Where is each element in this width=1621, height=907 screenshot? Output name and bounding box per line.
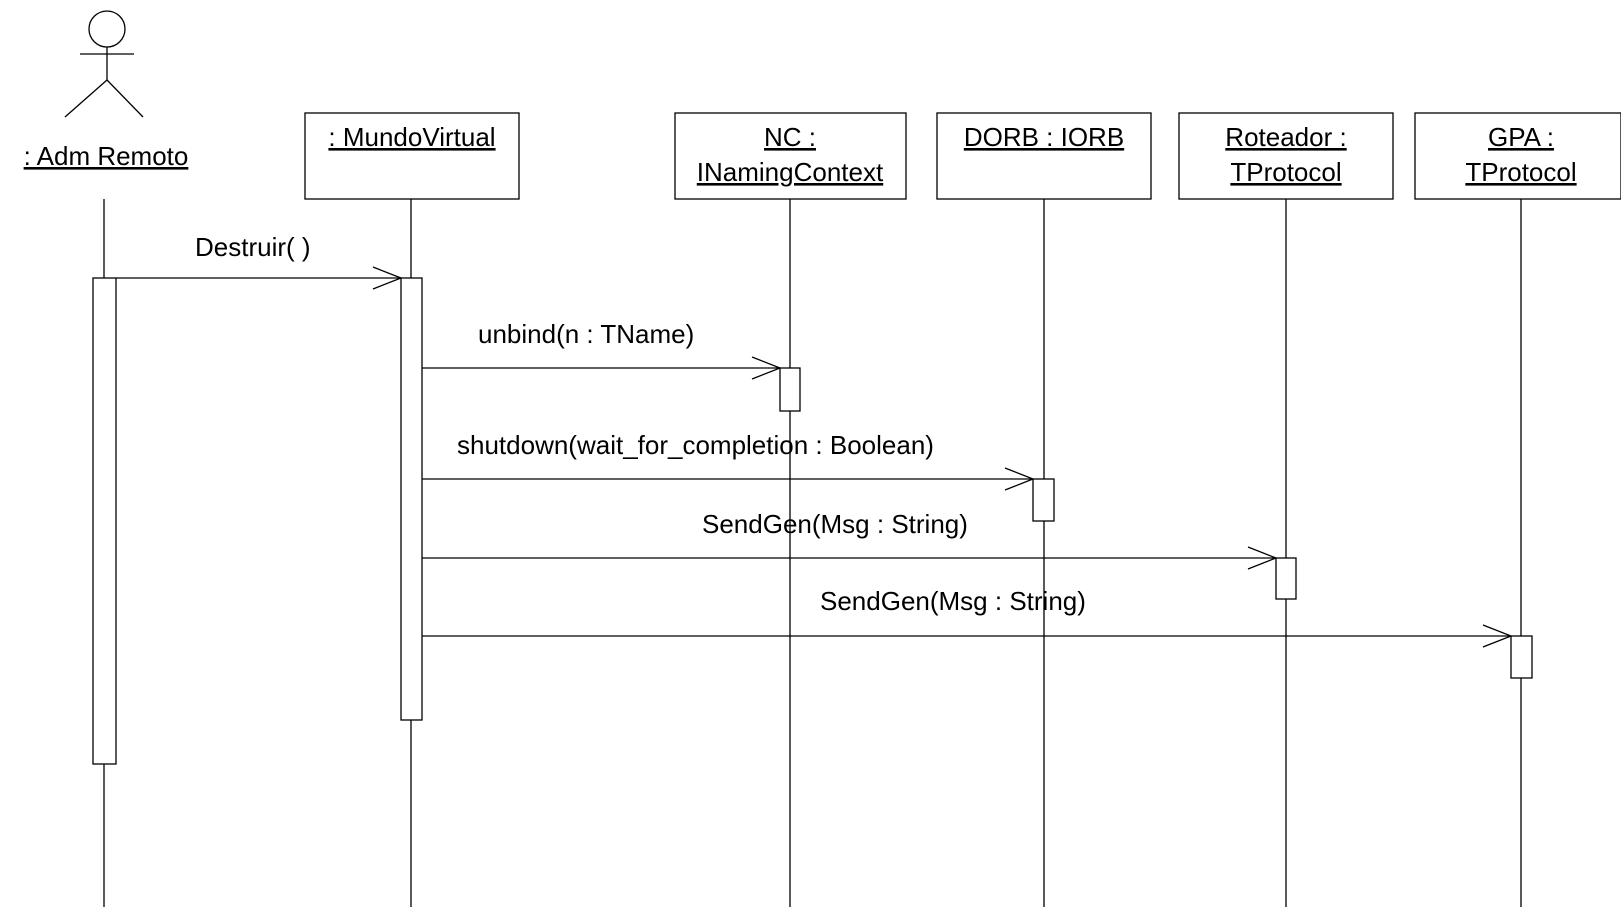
message-arrow-destruir: [116, 266, 403, 290]
object-label-roteador-line2: TProtocol: [1230, 157, 1341, 187]
activation-bar-actor: [92, 277, 117, 765]
object-label-nc-line1: NC :: [764, 122, 816, 152]
actor-figure-icon: [64, 10, 144, 118]
activation-bar-mundovirtual: [400, 277, 423, 721]
object-label-dorb: DORB : IORB: [964, 122, 1124, 152]
message-arrow-sendgen-gpa: [422, 624, 1513, 648]
activation-bar-roteador: [1275, 557, 1297, 600]
object-box-nc: [674, 112, 907, 200]
object-label-nc-line2: INamingContext: [697, 157, 884, 187]
message-label-sendgen-gpa: SendGen(Msg : String): [820, 586, 1086, 616]
message-label-destruir: Destruir( ): [195, 232, 311, 262]
activation-bar-gpa: [1510, 635, 1533, 679]
message-label-shutdown: shutdown(wait_for_completion : Boolean): [457, 430, 934, 460]
object-label-gpa-line1: GPA :: [1488, 122, 1554, 152]
object-label-mundovirtual: : MundoVirtual: [328, 122, 495, 152]
actor-label: : Adm Remoto: [24, 141, 189, 171]
object-box-gpa: [1414, 112, 1621, 200]
object-box-roteador: [1178, 112, 1394, 200]
message-arrow-shutdown: [422, 467, 1035, 491]
object-label-gpa-line2: TProtocol: [1465, 157, 1576, 187]
activation-bar-dorb: [1032, 478, 1055, 522]
message-label-sendgen-roteador: SendGen(Msg : String): [702, 509, 968, 539]
object-box-dorb: [936, 112, 1152, 200]
activation-bar-nc: [779, 367, 801, 412]
object-box-mundovirtual: [304, 112, 520, 200]
message-arrow-sendgen-roteador: [422, 546, 1278, 570]
message-label-unbind: unbind(n : TName): [478, 319, 694, 349]
message-arrow-unbind: [422, 356, 782, 380]
object-label-roteador-line1: Roteador :: [1225, 122, 1346, 152]
